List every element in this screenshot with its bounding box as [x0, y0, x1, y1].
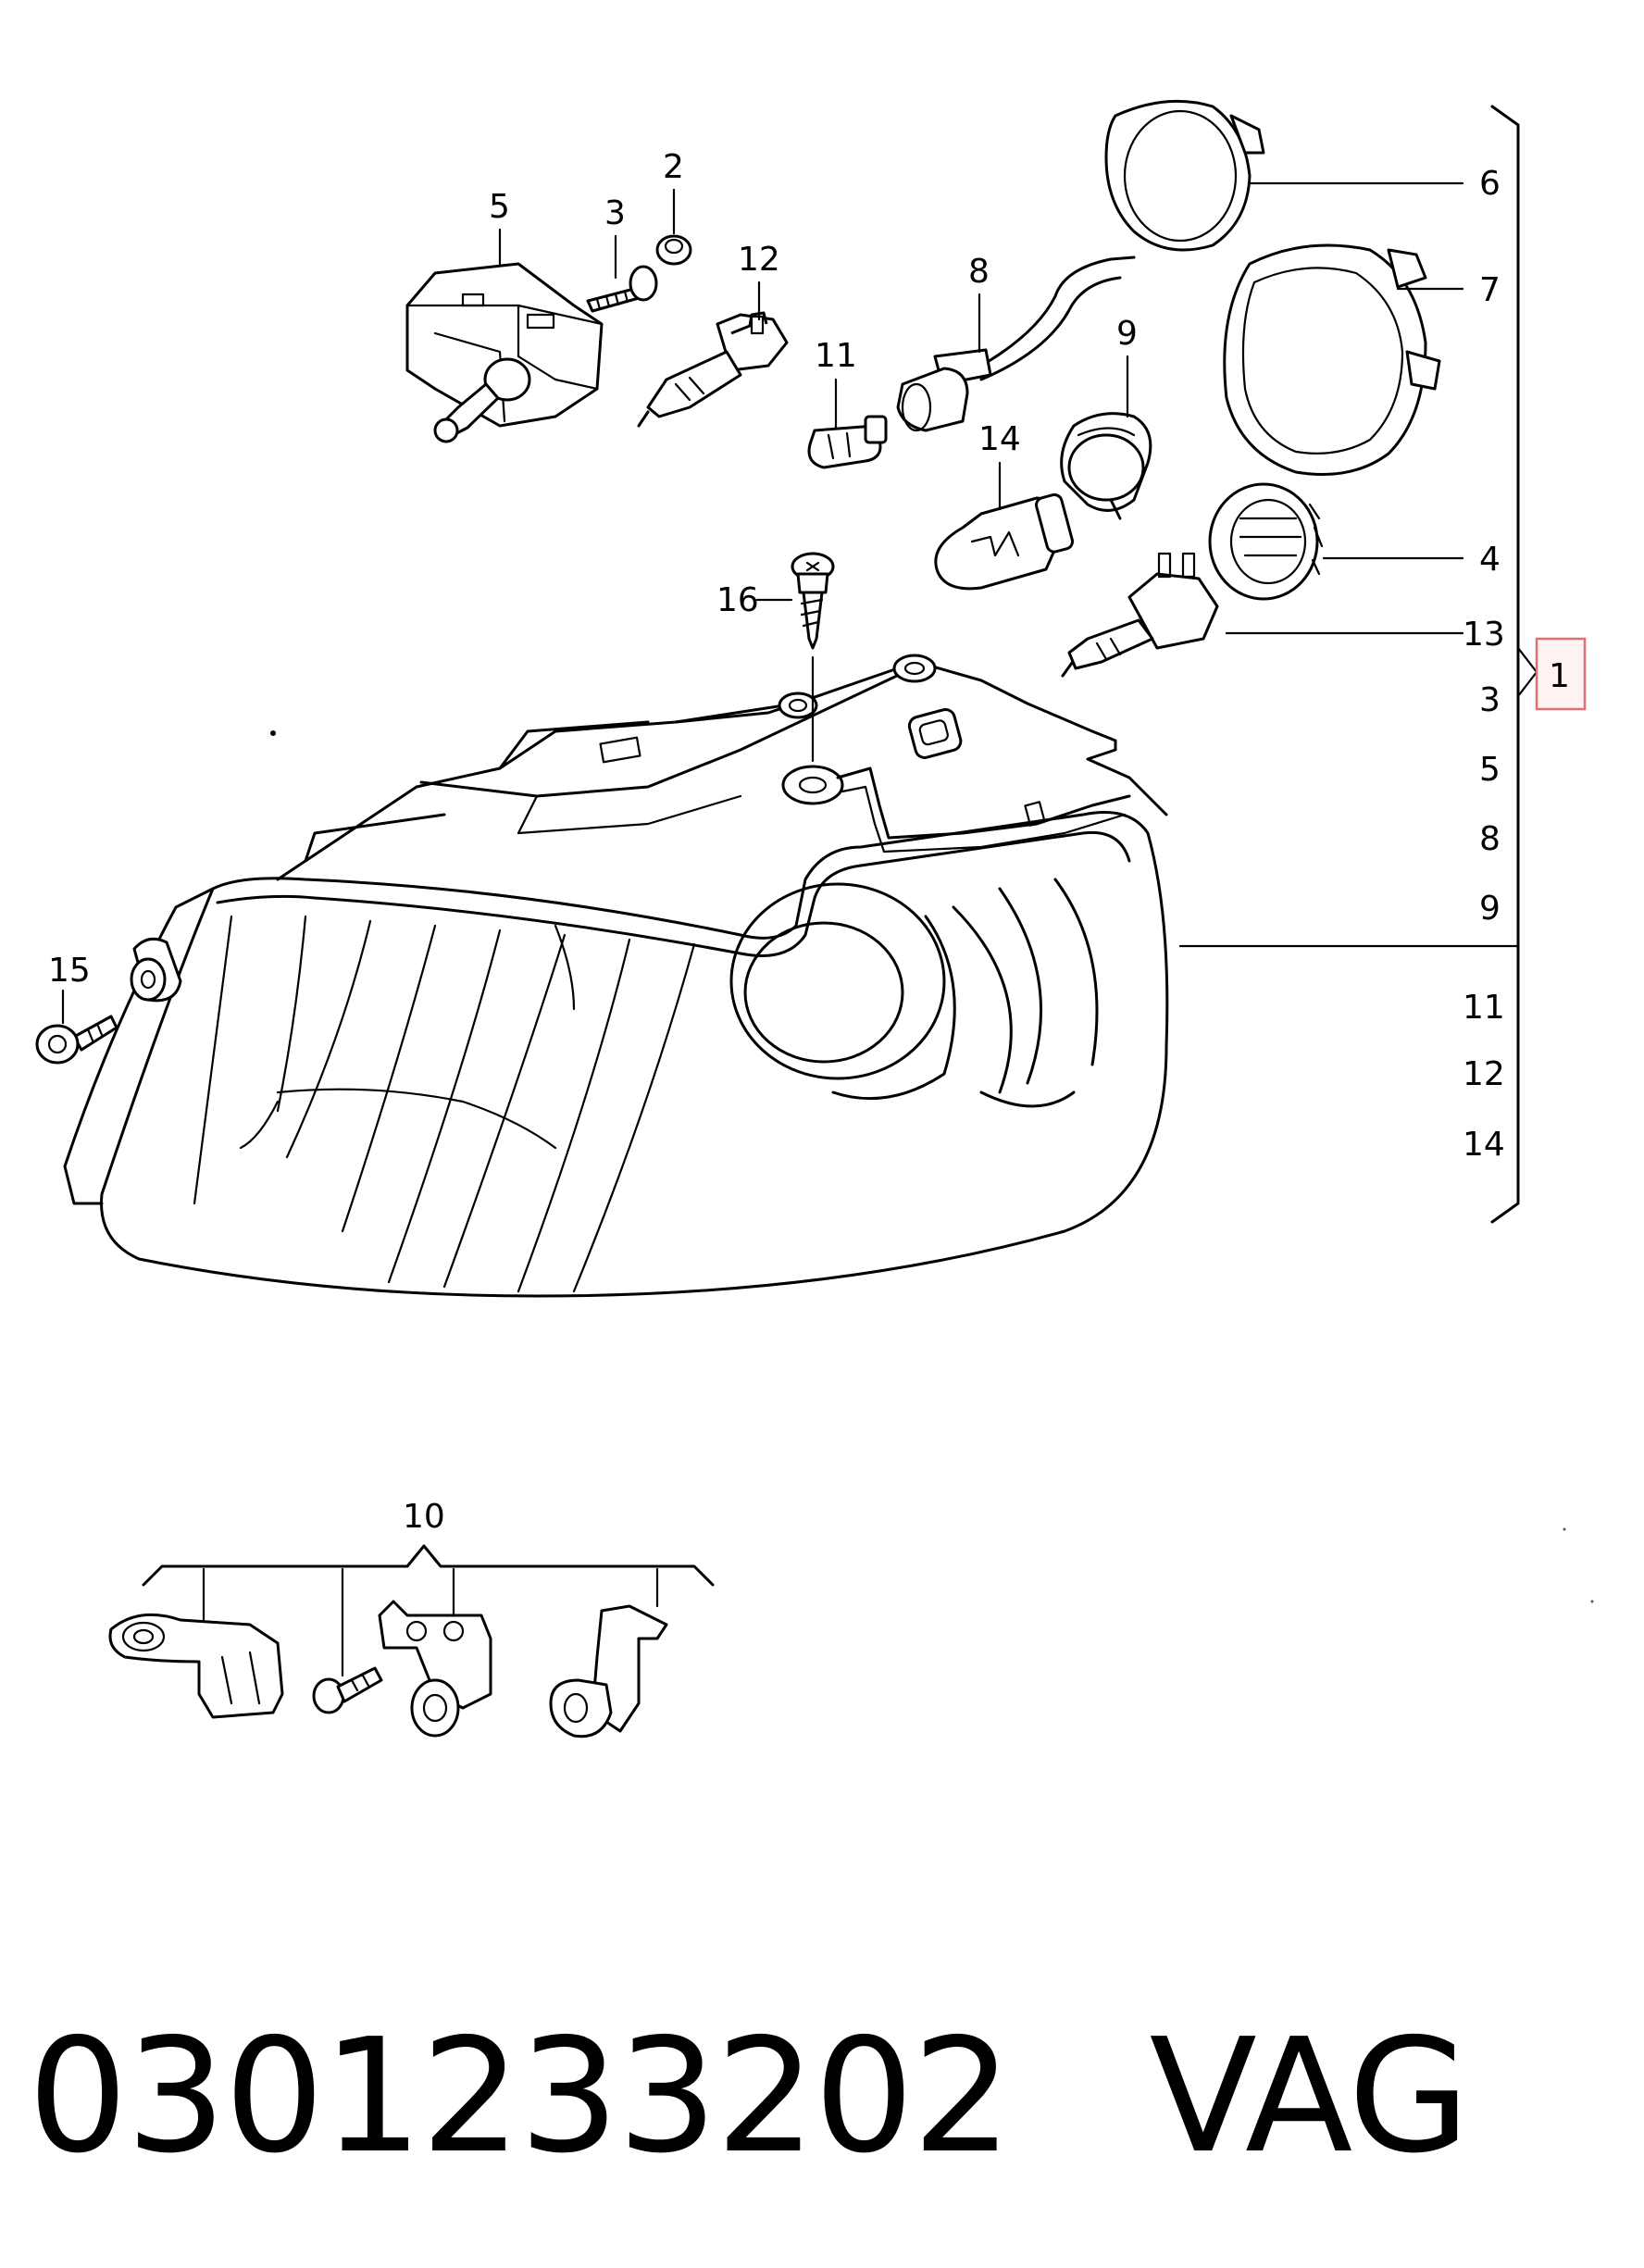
assembly-list-item: 3 — [1479, 681, 1501, 719]
speck — [270, 730, 276, 736]
assembly-bracket — [1490, 105, 1520, 1224]
callout-15: 15 — [48, 952, 91, 990]
exploded-parts-diagram: 5 3 2 12 11 8 — [35, 99, 1594, 1738]
assembly-list-item: 8 — [1479, 820, 1501, 858]
part-5-levelling-motor — [405, 262, 604, 443]
callout-10: 10 — [403, 1498, 445, 1536]
callout-3: 3 — [604, 194, 626, 232]
assembly-list-item: 14 — [1463, 1126, 1505, 1164]
headlight-housing — [63, 654, 1169, 1298]
speck — [1563, 1527, 1566, 1531]
kit-part-bracket-a — [108, 1613, 284, 1719]
assembly-list-item: 9 — [1479, 890, 1501, 928]
assembly-highlight — [1535, 637, 1587, 711]
assembly-list-item: 11 — [1463, 989, 1505, 1027]
callout-7: 7 — [1479, 271, 1501, 309]
callout-2: 2 — [663, 148, 684, 186]
part-number: 0301233202 — [28, 2005, 1013, 2188]
assembly-list-item: 12 — [1463, 1055, 1505, 1093]
part-3-adjuster-screw — [586, 265, 658, 313]
assembly-list-item: 5 — [1479, 751, 1501, 789]
callout-8: 8 — [968, 253, 990, 291]
part-6-cover-ring — [1104, 99, 1265, 252]
part-14-bulb — [934, 492, 1075, 591]
part-9-bulb-socket — [1060, 412, 1152, 520]
callout-16: 16 — [716, 581, 759, 619]
part-4-retaining-ring — [1208, 482, 1324, 601]
callout-6: 6 — [1479, 165, 1501, 203]
callout-11: 11 — [815, 337, 857, 375]
part-12-h7-bulb — [637, 311, 789, 428]
part-7-cap-ring — [1223, 243, 1441, 476]
part-8-bulb-holder — [896, 255, 1136, 432]
part-13-h7-bulb — [1061, 552, 1219, 678]
assembly-parts-list: 3 5 8 9 11 12 14 — [1463, 681, 1505, 1164]
brand-name: VAG — [1149, 2005, 1470, 2188]
callout-14: 14 — [978, 420, 1021, 458]
callout-9: 9 — [1116, 315, 1138, 353]
footer: 0301233202 VAG — [28, 1986, 1620, 2208]
part-11-wedge-bulb — [807, 415, 888, 469]
callout-4: 4 — [1479, 541, 1501, 579]
callout-5: 5 — [489, 188, 510, 226]
part-16-screw — [791, 552, 835, 650]
callout-12: 12 — [738, 241, 780, 279]
kit-part-bracket-c — [549, 1604, 668, 1738]
part-2-cap — [655, 234, 692, 266]
assembly-arrow — [1516, 646, 1538, 698]
callout-13: 13 — [1463, 616, 1505, 654]
assembly-callout-1: 1 — [1549, 657, 1570, 695]
kit-part-bracket-b — [378, 1600, 492, 1738]
kit-part-screw — [312, 1666, 383, 1714]
part-15-screw — [35, 937, 182, 1065]
kit-bracket — [142, 1544, 715, 1587]
speck — [1590, 1600, 1594, 1603]
